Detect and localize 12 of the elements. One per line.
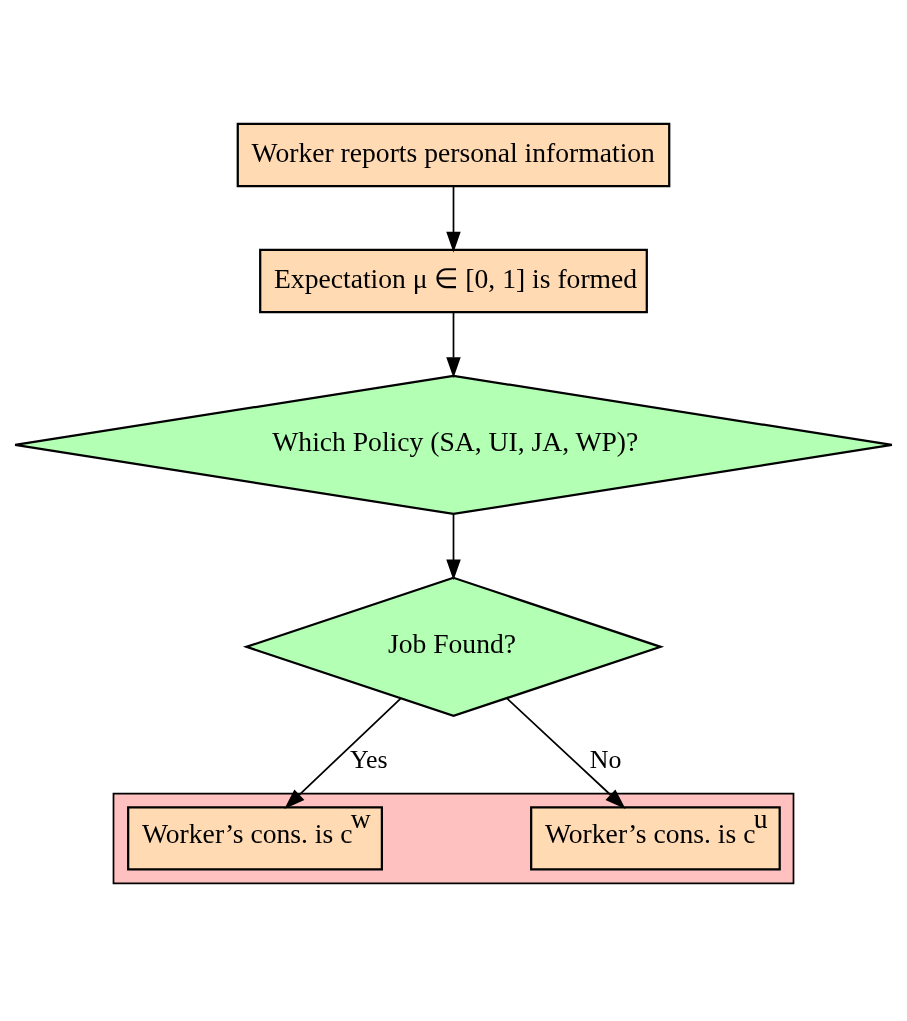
arrow bbox=[284, 697, 402, 809]
node-diamond: Which Policy (SA, UI, JA, WP)? bbox=[14, 374, 893, 516]
arrow bbox=[446, 513, 461, 581]
node-diamond: Job Found? bbox=[242, 576, 665, 718]
edge-label: Yes bbox=[349, 744, 388, 774]
arrow bbox=[446, 185, 461, 253]
node-box: Expectation μ ∈ [0, 1] is formed bbox=[259, 248, 648, 314]
arrow bbox=[446, 311, 461, 378]
cluster bbox=[112, 792, 795, 885]
node-box: Worker reports personal information bbox=[236, 122, 671, 188]
arrow bbox=[506, 697, 626, 809]
edge-label: No bbox=[589, 744, 622, 774]
